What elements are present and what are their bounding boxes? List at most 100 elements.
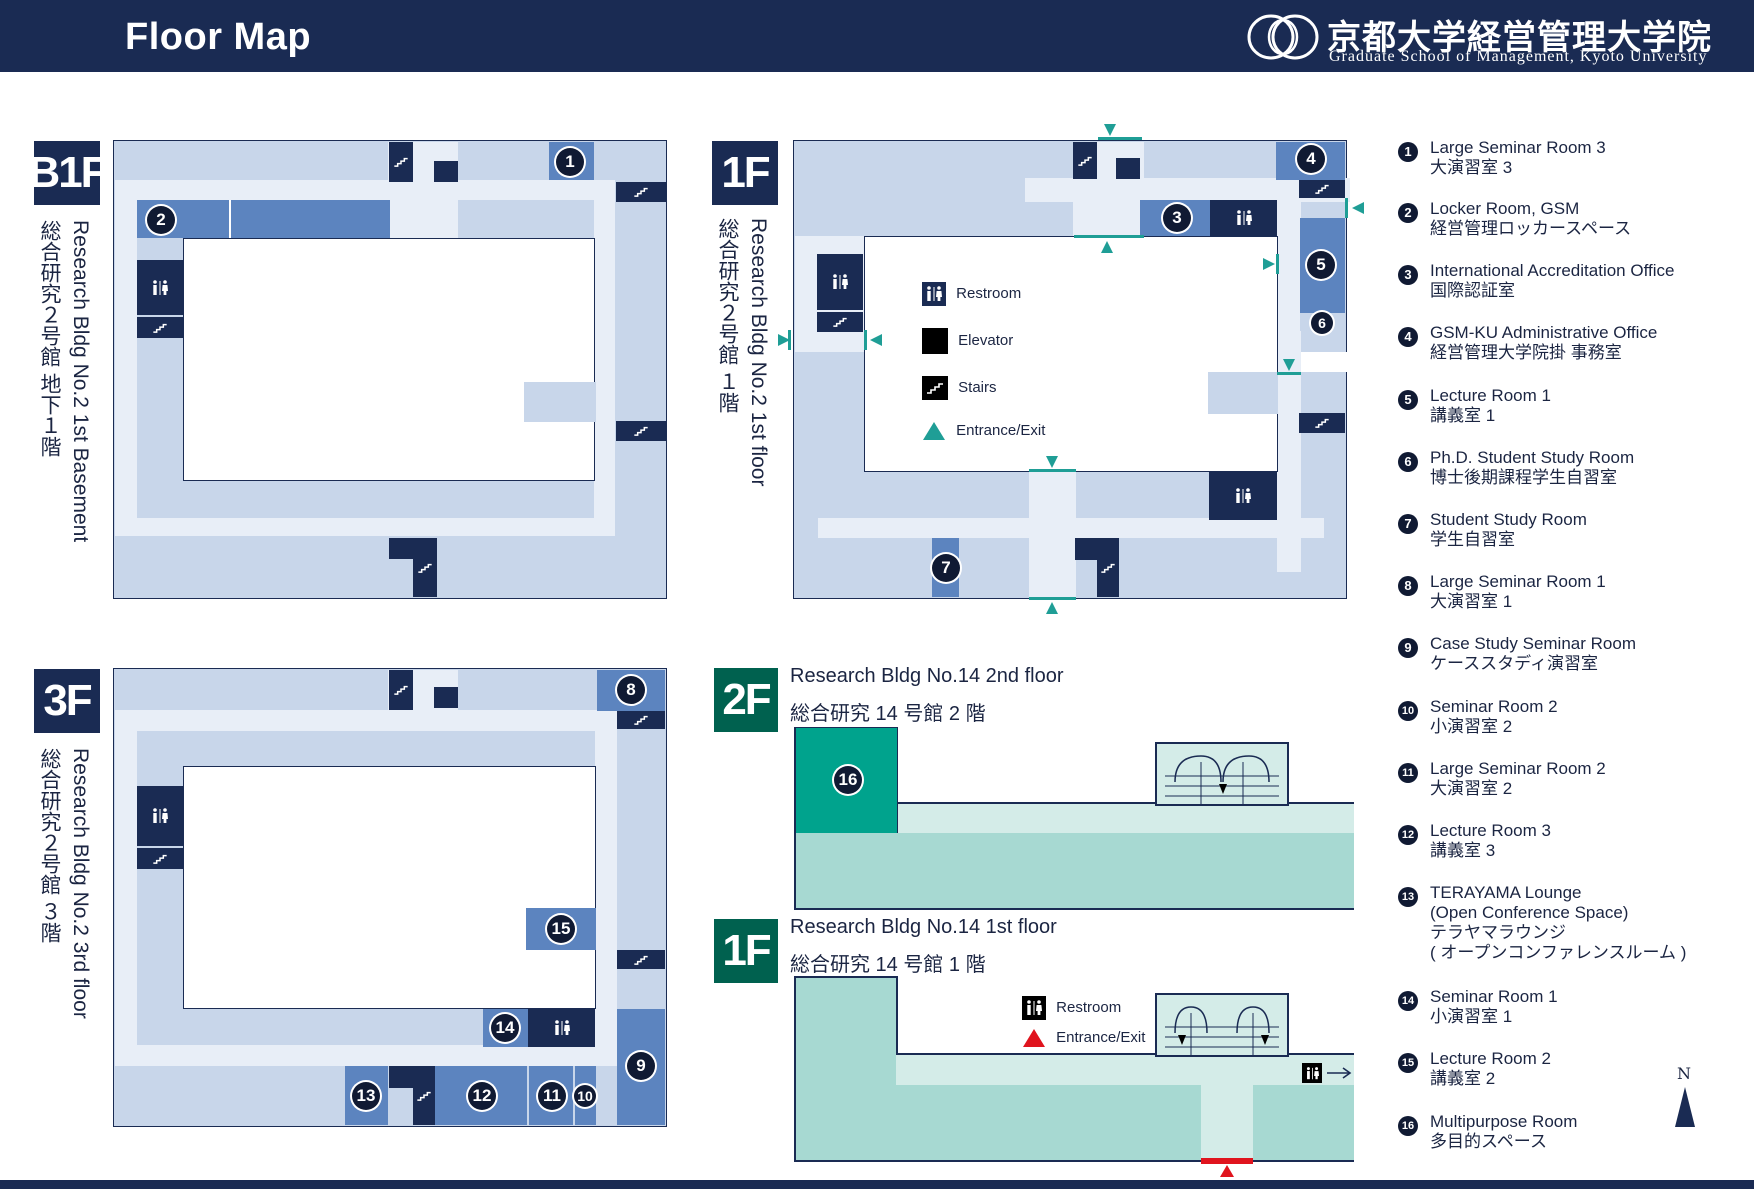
room-number-3: 3 [1163, 204, 1191, 232]
legend-jp: 経営管理ロッカースペース [1430, 219, 1632, 238]
legend-en: Student Study Room [1430, 510, 1587, 529]
room-number-5: 5 [1307, 251, 1335, 279]
bldg14-1f-entrance-bar [1201, 1158, 1253, 1164]
bldg14-entrance-arrow-icon [1220, 1165, 1234, 1177]
entrance-marker [1029, 469, 1076, 472]
key14-restroom-label: Restroom [1056, 998, 1122, 1016]
compass-n: N [1677, 1064, 1691, 1083]
stairs-icon [389, 670, 413, 710]
bldg14-1f-wing [794, 977, 898, 1087]
legend-jp2: ( オープンコンファレンスルーム ) [1430, 943, 1687, 962]
legend-en: Large Seminar Room 2 [1430, 759, 1606, 778]
stairs-icon [922, 376, 948, 400]
stairs-icon [389, 142, 413, 182]
key-stairs-label: Stairs [958, 378, 997, 396]
restroom-icon [528, 1009, 595, 1047]
room-number-4: 4 [1297, 145, 1325, 173]
restroom-icon [1302, 1063, 1322, 1083]
room-number-2: 2 [147, 206, 175, 234]
entrance-marker [1276, 254, 1279, 274]
3f-elevator-s [389, 1066, 413, 1088]
legend-number: 6 [1398, 452, 1418, 472]
legend-jp: 博士後期課程学生自習室 [1430, 468, 1617, 487]
room-number-15: 15 [547, 915, 575, 943]
room-number-8: 8 [617, 676, 645, 704]
bldg14-2f-en: Research Bldg No.14 2nd floor [790, 665, 1064, 687]
b1f-elevator-s [389, 538, 413, 559]
bldg14-1f-bottom-line [794, 1160, 1354, 1162]
entrance-marker [864, 330, 867, 350]
legend-number: 5 [1398, 390, 1418, 410]
floor-label-3f-jp: 総合研究２号館 ３階 [38, 748, 61, 943]
entrance-arrow-icon [1101, 241, 1113, 253]
stairs-icon [137, 317, 183, 338]
legend-jp: 国際認証室 [1430, 281, 1515, 300]
bldg14-2f-stairwell-icon [1155, 742, 1289, 806]
entrance-red-arrow-icon [1023, 1029, 1045, 1047]
legend-en: Lecture Room 3 [1430, 821, 1551, 840]
restroom-icon [137, 260, 183, 315]
1f-notch [1208, 372, 1278, 414]
b1f-courtyard [183, 238, 595, 481]
legend-jp: 小演習室 1 [1430, 1007, 1513, 1026]
room-number-14: 14 [491, 1014, 519, 1042]
legend-jp: 多目的スペース [1430, 1132, 1547, 1151]
legend-en: Locker Room, GSM [1430, 199, 1580, 218]
bldg14-restroom-direction [1302, 1063, 1352, 1083]
b1f-elevator [434, 161, 458, 182]
entrance-marker [1098, 137, 1142, 140]
key-elevator-label: Elevator [958, 331, 1014, 349]
floor-badge-1f: 1F [712, 141, 778, 205]
1f-elevator [1116, 158, 1140, 179]
floor-label-b1f-en: Research Bldg No.2 1st Basement [69, 220, 92, 543]
legend-en: Seminar Room 2 [1430, 697, 1558, 716]
legend-en: Large Seminar Room 1 [1430, 572, 1606, 591]
restroom-icon [1209, 472, 1277, 520]
b1f-room-divider [229, 200, 231, 238]
legend-en: Case Study Seminar Room [1430, 634, 1636, 653]
page-title: Floor Map [125, 16, 312, 58]
3f-elevator [434, 687, 458, 708]
stairs-icon [1299, 180, 1345, 198]
entrance-arrow-icon [1263, 258, 1275, 270]
room-number-10: 10 [574, 1085, 596, 1107]
bldg14-2f-left-line [794, 727, 796, 910]
brand-jp: 京都大学経営管理大学院 [1327, 18, 1712, 58]
legend-en2: (Open Conference Space) [1430, 903, 1629, 922]
room-number-12: 12 [468, 1082, 496, 1110]
stairs-icon [413, 538, 437, 597]
floor-label-3f-en: Research Bldg No.2 3rd floor [69, 748, 92, 1019]
legend-number: 4 [1398, 327, 1418, 347]
key-restroom-label: Restroom [956, 284, 1022, 302]
bldg14-1f-base [794, 1085, 1354, 1161]
room-number-1: 1 [556, 148, 584, 176]
key14-entrance-label: Entrance/Exit [1056, 1028, 1146, 1046]
legend-en: GSM-KU Administrative Office [1430, 323, 1658, 342]
key-restroom: Restroom [922, 282, 1021, 306]
floor-badge-14-2f: 2F [714, 668, 778, 732]
1f-gap [1300, 352, 1349, 372]
legend-number: 16 [1398, 1116, 1418, 1136]
room-number-6: 6 [1311, 312, 1333, 334]
legend-number: 15 [1398, 1053, 1418, 1073]
restroom-icon [1022, 996, 1046, 1020]
stairs-icon [137, 848, 183, 869]
entrance-arrow-icon [778, 334, 790, 346]
entrance-marker [1074, 235, 1144, 238]
stairs-icon [616, 421, 666, 441]
legend-en: Large Seminar Room 3 [1430, 138, 1606, 157]
room-number-13: 13 [352, 1082, 380, 1110]
bldg14-1f-wing-side [896, 976, 898, 1055]
legend-number: 13 [1398, 887, 1418, 907]
entrance-arrow-icon [870, 334, 882, 346]
legend-number: 3 [1398, 265, 1418, 285]
bldg14-2f-corridor [896, 803, 1354, 833]
legend-en: Lecture Room 1 [1430, 386, 1551, 405]
restroom-icon [137, 786, 183, 846]
entrance-arrow-icon [923, 422, 945, 440]
bldg14-1f-top-line [896, 1053, 1354, 1055]
legend-number: 11 [1398, 763, 1418, 783]
floor-badge-14-1f: 1F [714, 919, 778, 983]
legend-number: 7 [1398, 514, 1418, 534]
legend-en: Multipurpose Room [1430, 1112, 1578, 1131]
